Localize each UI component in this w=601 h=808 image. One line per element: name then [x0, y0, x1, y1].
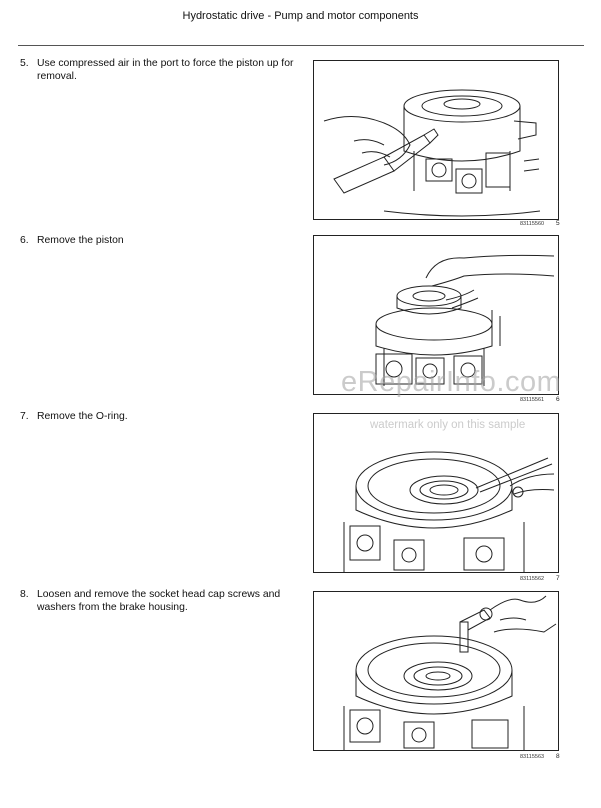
figure-number: 6	[556, 396, 560, 403]
step-number: 5.	[20, 58, 29, 69]
figure-7-illustration	[343, 451, 555, 572]
step-text: Use compressed air in the port to force …	[37, 58, 294, 82]
step-number: 6.	[20, 235, 29, 246]
figure-6	[313, 235, 559, 395]
figure-number: 5	[556, 220, 560, 227]
figure-8-illustration	[343, 595, 557, 750]
watermark-note: watermark only on this sample	[370, 419, 526, 431]
header-rule	[18, 45, 584, 46]
figure-8	[313, 591, 559, 751]
step-text: Remove the piston	[37, 235, 124, 246]
figure-5-illustration	[323, 89, 541, 217]
figure-6-illustration	[375, 254, 555, 386]
figure-number: 8	[556, 753, 560, 760]
step-number: 7.	[20, 411, 29, 422]
figure-code: 83115561	[520, 397, 545, 403]
figure-code: 83115563	[520, 754, 545, 760]
step-number: 8.	[20, 589, 29, 600]
step-text: Loosen and remove the socket head cap sc…	[37, 589, 281, 613]
figure-7	[313, 413, 559, 573]
figure-code: 83115562	[520, 576, 545, 582]
figure-5	[313, 60, 559, 220]
step-text: Remove the O-ring.	[37, 411, 128, 422]
figure-code: 83115560	[520, 221, 545, 227]
page-header: Hydrostatic drive - Pump and motor compo…	[182, 10, 419, 22]
figure-number: 7	[556, 575, 560, 582]
watermark-brand: eRepairInfo.com	[341, 366, 562, 398]
